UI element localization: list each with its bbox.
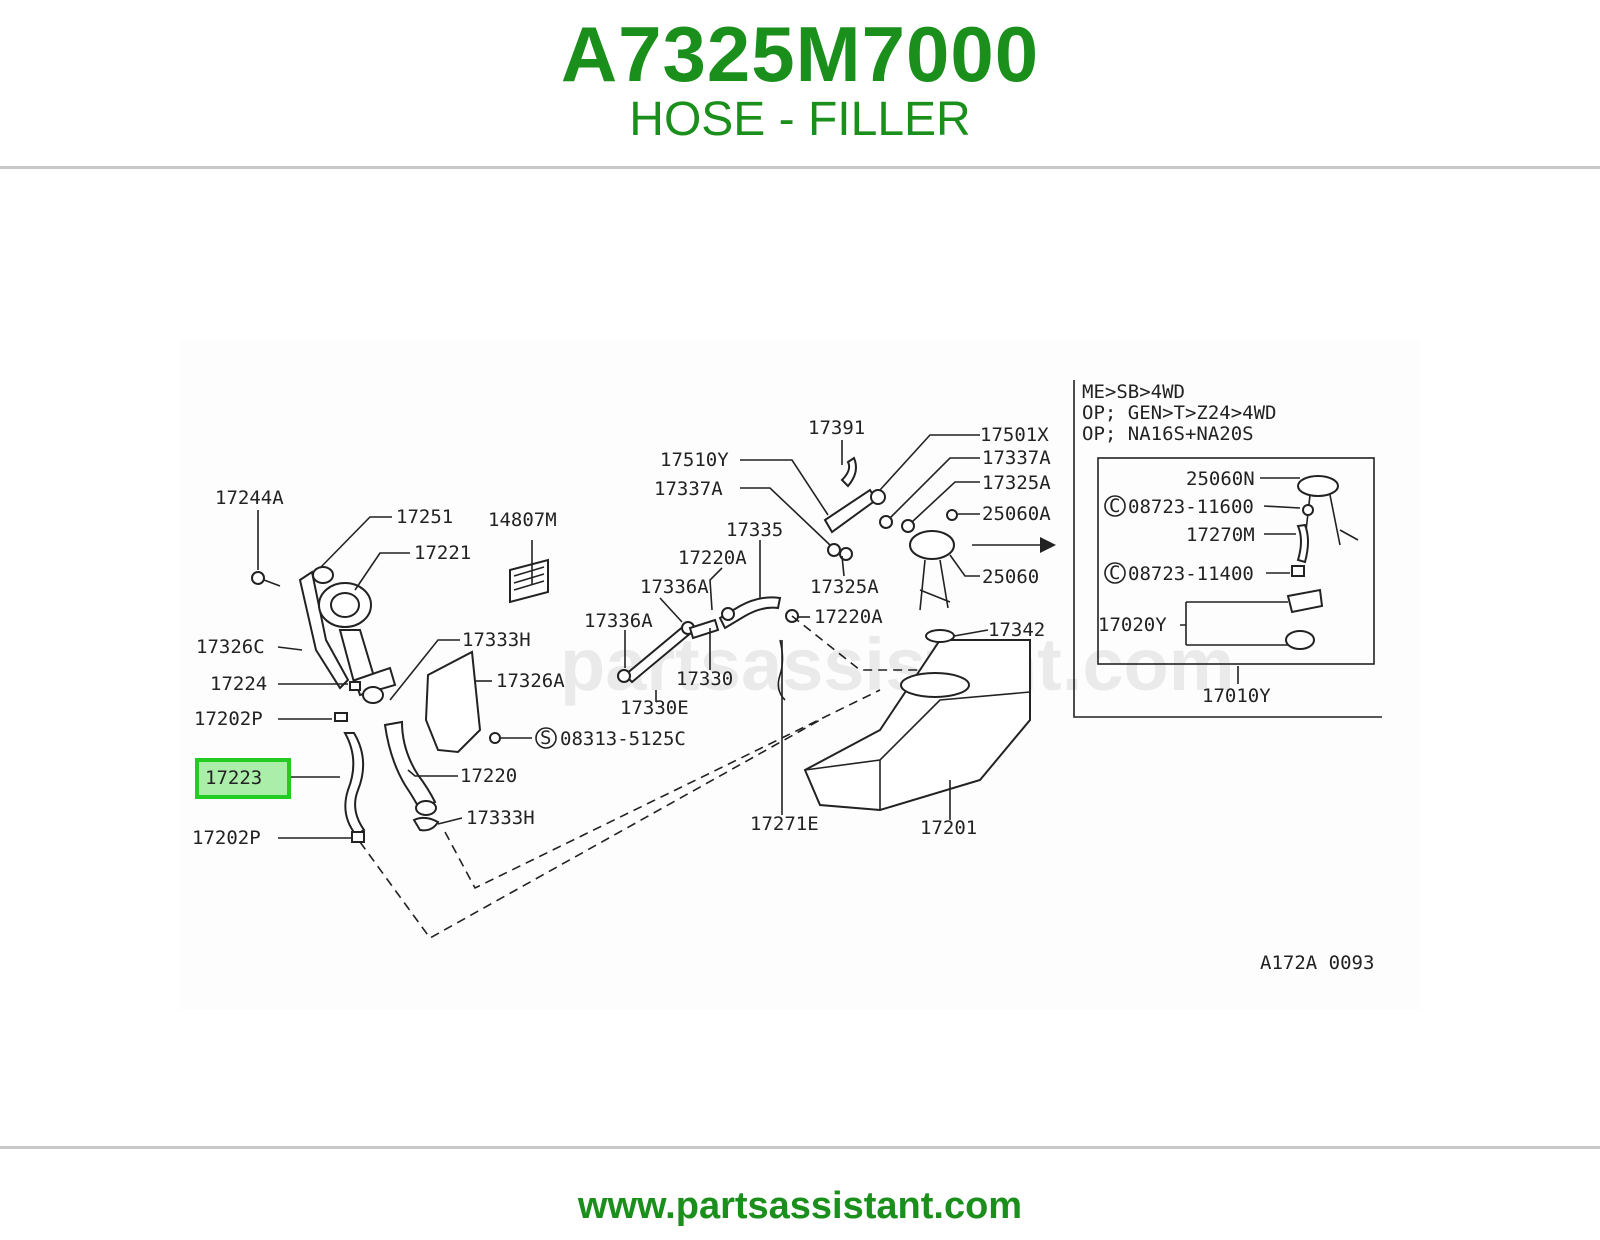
inset-header-line-2: OP; GEN>T>Z24>4WD [1082, 402, 1276, 424]
label-17271E: 17271E [750, 813, 819, 835]
label-17330E: 17330E [620, 697, 689, 719]
label-14807M: 14807M [488, 509, 557, 531]
hose-17510Y [823, 488, 878, 534]
inset-pump-25060N [1297, 475, 1339, 497]
footer-divider [0, 1146, 1600, 1149]
label-17391: 17391 [808, 417, 865, 439]
label-17202P-lower: 17202P [192, 827, 261, 849]
label-08313-5125C: 08313-5125C [560, 728, 686, 750]
bolt-17244A [251, 571, 265, 585]
part-name-subtitle: HOSE - FILLER [629, 93, 971, 146]
inset-strainer [1285, 630, 1315, 650]
inset-label-08723-11600: 08723-11600 [1128, 496, 1254, 518]
filter-17330 [688, 618, 720, 640]
label-17333H-lower: 17333H [466, 807, 535, 829]
inset-label-17010Y: 17010Y [1202, 685, 1271, 707]
parts-diagram: partsassistant.com [180, 340, 1420, 1010]
valve-17391 [840, 456, 857, 488]
filler-cap [312, 566, 334, 584]
footer-url-link[interactable]: www.partsassistant.com [577, 1185, 1023, 1227]
label-17501X: 17501X [980, 424, 1049, 446]
label-17202P-upper: 17202P [194, 708, 263, 730]
fuel-tank-17201 [803, 629, 1031, 812]
label-17330: 17330 [676, 668, 733, 690]
page-header: A7325M7000 HOSE - FILLER [0, 0, 1600, 168]
label-17221: 17221 [414, 542, 471, 564]
part-number-title: A7325M7000 [560, 10, 1040, 98]
label-17325A-upper: 17325A [982, 472, 1051, 494]
label-25060: 25060 [982, 566, 1039, 588]
label-17337A-right: 17337A [982, 447, 1051, 469]
hose-17220 [383, 720, 437, 812]
diagram-drawing: partsassistant.com [192, 380, 1382, 974]
label-17336A-right: 17336A [640, 576, 709, 598]
label-17201: 17201 [920, 817, 977, 839]
filler-neck-assembly [251, 558, 549, 843]
bolt-08313 [489, 732, 501, 744]
label-17337A-left: 17337A [654, 478, 723, 500]
highlight-box[interactable] [195, 758, 291, 799]
label-17326C: 17326C [196, 636, 265, 658]
label-17325A-lower: 17325A [810, 576, 879, 598]
label-17220: 17220 [460, 765, 517, 787]
protector-17326A [424, 650, 482, 754]
gasket-17342 [925, 629, 955, 643]
part-labels: 17244A 17251 17221 14807M 17326C 17224 1… [192, 417, 1374, 974]
label-17335: 17335 [726, 519, 783, 541]
inset-label-17270M: 17270M [1186, 524, 1255, 546]
label-17223-highlighted[interactable]: 17223 [205, 767, 262, 789]
label-17251: 17251 [396, 506, 453, 528]
label-17342: 17342 [988, 619, 1045, 641]
hose-17335 [718, 596, 782, 630]
inset-frame [1097, 457, 1375, 665]
clamp-17325A [901, 519, 915, 533]
svg-text:C: C [1109, 562, 1120, 584]
svg-text:C: C [1109, 495, 1120, 517]
header-divider [0, 166, 1600, 169]
diagram-reference-code: A172A 0093 [1260, 952, 1374, 974]
inset-label-17020Y: 17020Y [1098, 614, 1167, 636]
label-17333H-upper: 17333H [462, 629, 531, 651]
label-plate-14807M [509, 558, 549, 604]
inset-label-25060N: 25060N [1186, 468, 1255, 490]
valve-group [823, 456, 1056, 611]
bolt-25060A [946, 509, 958, 521]
label-17326A: 17326A [496, 670, 565, 692]
bracket-17326C [298, 570, 350, 690]
clamp-17337A [879, 515, 893, 529]
label-17510Y: 17510Y [660, 449, 729, 471]
inset-header-line-3: OP; NA16S+NA20S [1082, 423, 1254, 445]
svg-text:S: S [540, 727, 551, 749]
hose-17223 [343, 732, 366, 837]
leader-lines [257, 434, 989, 839]
clamp-17202P-lower [351, 831, 365, 843]
label-17224: 17224 [210, 673, 267, 695]
label-25060A: 25060A [982, 503, 1051, 525]
inset-panel: ME>SB>4WD OP; GEN>T>Z24>4WD OP; NA16S+NA… [1073, 380, 1382, 718]
inset-label-08723-11400: 08723-11400 [1128, 563, 1254, 585]
label-17220A-lower: 17220A [814, 606, 883, 628]
label-17336A-left: 17336A [584, 610, 653, 632]
arrow-to-inset [1040, 537, 1056, 553]
fuel-pump-25060 [909, 530, 955, 560]
inset-header-line-1: ME>SB>4WD [1082, 381, 1185, 403]
label-17220A-upper: 17220A [678, 547, 747, 569]
label-17244A: 17244A [215, 487, 284, 509]
